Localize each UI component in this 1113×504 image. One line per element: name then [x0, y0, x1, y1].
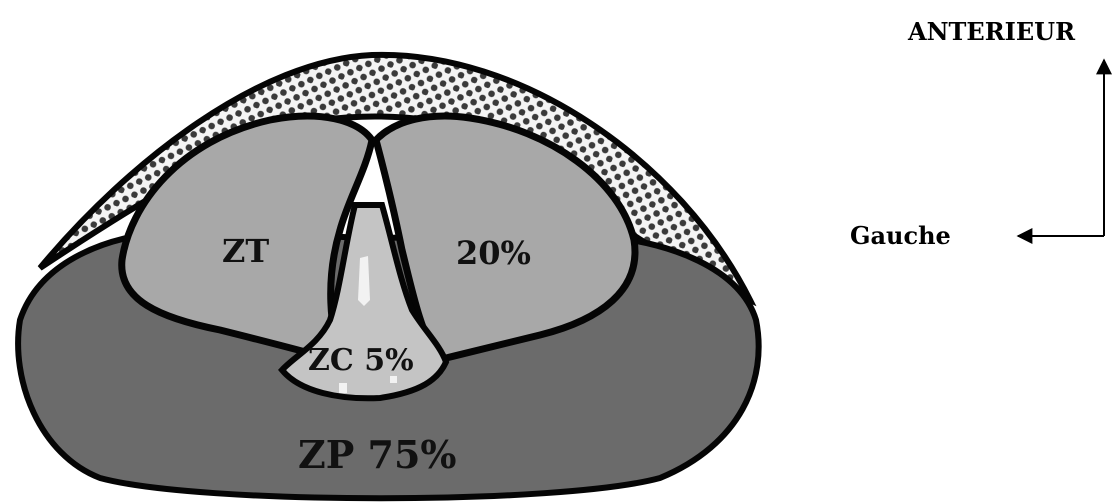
zone-label-zp: ZP 75%	[298, 432, 457, 477]
zone-label-zt: ZT	[222, 232, 269, 270]
anterior-label: ANTERIEUR	[907, 17, 1076, 46]
central-zone-speck	[339, 383, 347, 393]
zone-label-20-percent: 20%	[456, 234, 531, 272]
urethra-highlight	[358, 256, 370, 306]
left-label: Gauche	[850, 221, 951, 250]
zone-label-zc: ZC 5%	[308, 343, 414, 378]
